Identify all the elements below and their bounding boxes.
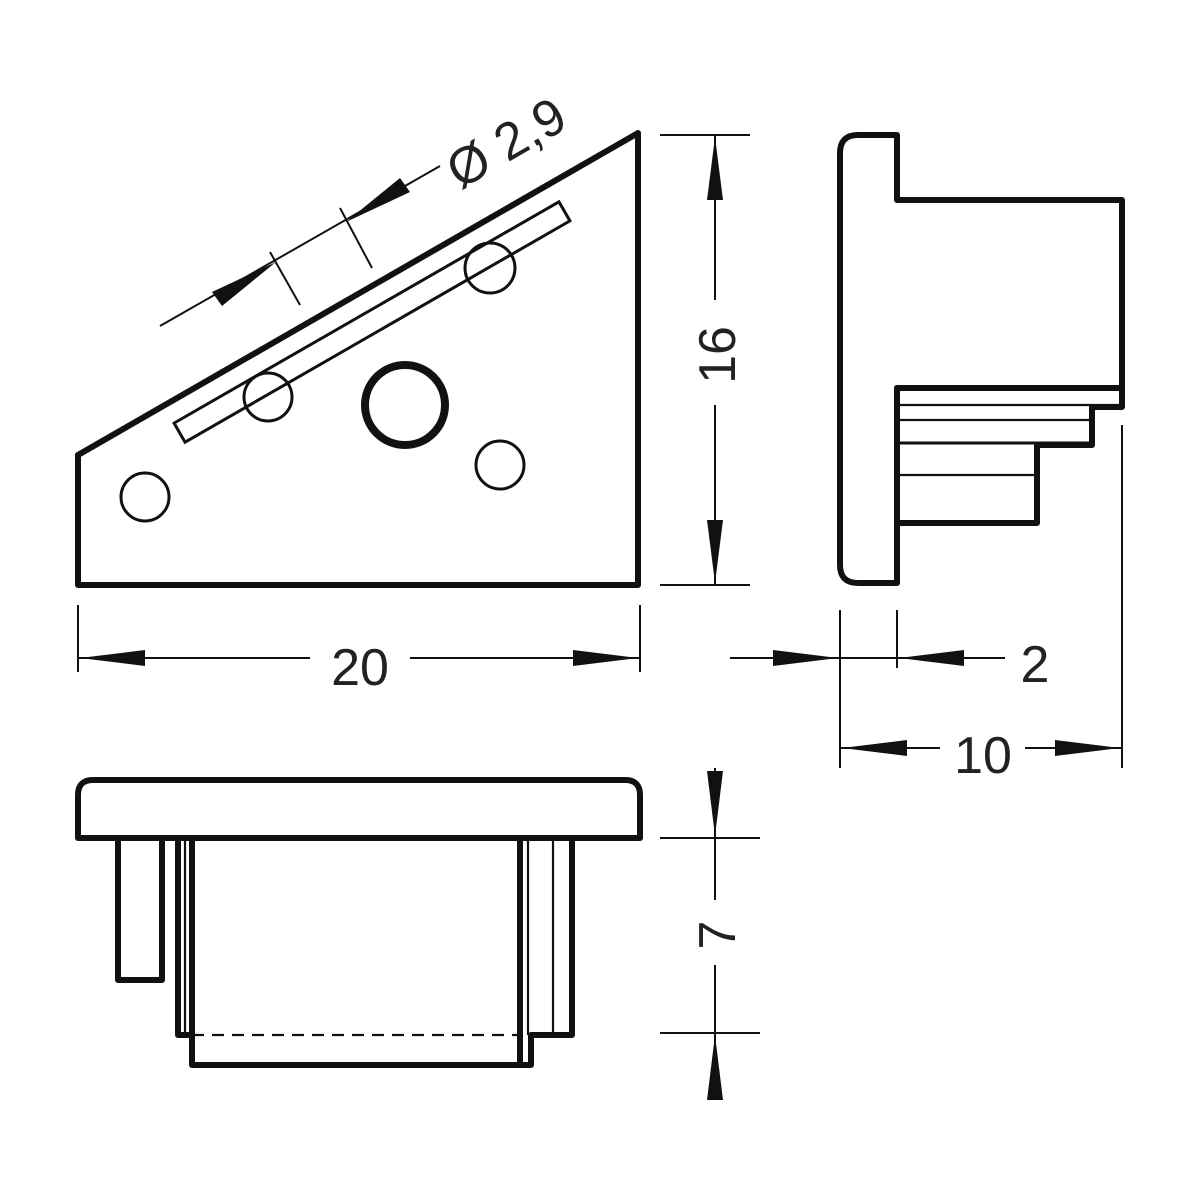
width-label: 20 [331, 639, 389, 697]
arrow-icon [80, 650, 145, 666]
left-wall [175, 835, 195, 1038]
side-outline [837, 132, 1125, 586]
arrow-icon [842, 740, 907, 756]
arrow-icon [212, 262, 276, 306]
flange-label: 2 [1021, 636, 1050, 694]
arrow-icon [707, 771, 723, 836]
mount-hole [242, 371, 294, 423]
mount-hole [119, 471, 171, 523]
mount-hole [463, 241, 517, 295]
height-dimension: 16 [660, 134, 750, 586]
slot [172, 199, 572, 445]
arrow-icon [707, 520, 723, 583]
side-view [837, 132, 1125, 586]
left-tab [115, 835, 165, 983]
depth-label: 10 [954, 727, 1012, 785]
arrow-icon [346, 178, 410, 222]
arrow-icon [899, 650, 964, 666]
front-view [75, 130, 641, 588]
width-dimension: 20 [77, 605, 641, 697]
arrow-icon [1055, 740, 1120, 756]
flange-outline [75, 777, 643, 841]
insert-height-label: 7 [689, 921, 747, 950]
arrow-icon [773, 650, 838, 666]
cable-hole [361, 361, 449, 449]
center-body [189, 835, 575, 1068]
arrow-icon [707, 1035, 723, 1100]
arrow-icon [707, 137, 723, 200]
height-label: 16 [689, 326, 747, 384]
front-outline [75, 130, 641, 588]
bottom-view [75, 777, 643, 1068]
insert-height-dimension: 7 [660, 768, 760, 1100]
arrow-icon [573, 650, 638, 666]
side-dimensions: 2 10 [730, 425, 1123, 785]
mount-hole [474, 439, 526, 491]
